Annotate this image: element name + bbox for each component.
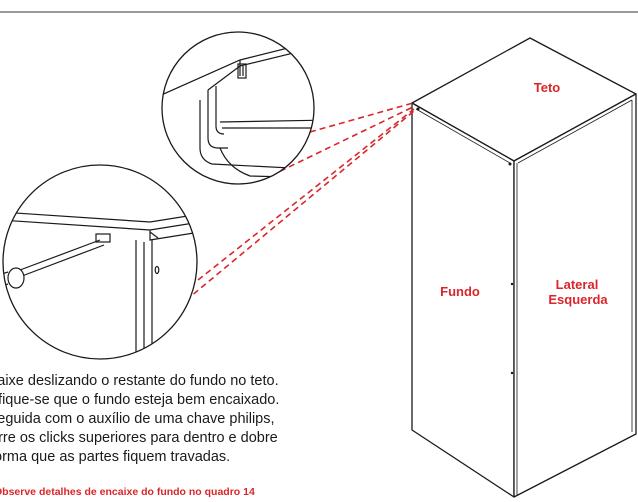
label-esquerda: Esquerda	[548, 292, 608, 307]
cabinet	[411, 37, 637, 498]
label-fundo: Fundo	[440, 284, 480, 299]
instruction-text: caixe deslizando o restante do fundo no …	[0, 372, 410, 467]
detail-circle-lower	[2, 164, 198, 360]
instruction-line: caixe deslizando o restante do fundo no …	[0, 373, 279, 389]
leader-lines	[154, 102, 415, 327]
instruction-line: seguida com o auxílio de uma chave phili…	[0, 411, 275, 427]
cabinet-front-panel	[411, 102, 515, 498]
detail-circle-upper	[161, 31, 315, 185]
cabinet-side-panel	[513, 93, 637, 498]
label-lateral: Lateral	[556, 277, 599, 292]
label-teto: Teto	[534, 80, 561, 95]
instruction-line: forma que as partes fiquem travadas.	[0, 449, 231, 465]
instruction-line: rifique-se que o fundo esteja bem encaix…	[0, 392, 280, 408]
detail-note: Observe detalhes de encaixe do fundo no …	[0, 486, 255, 498]
instruction-line: urre os clicks superiores para dentro e …	[0, 430, 278, 446]
